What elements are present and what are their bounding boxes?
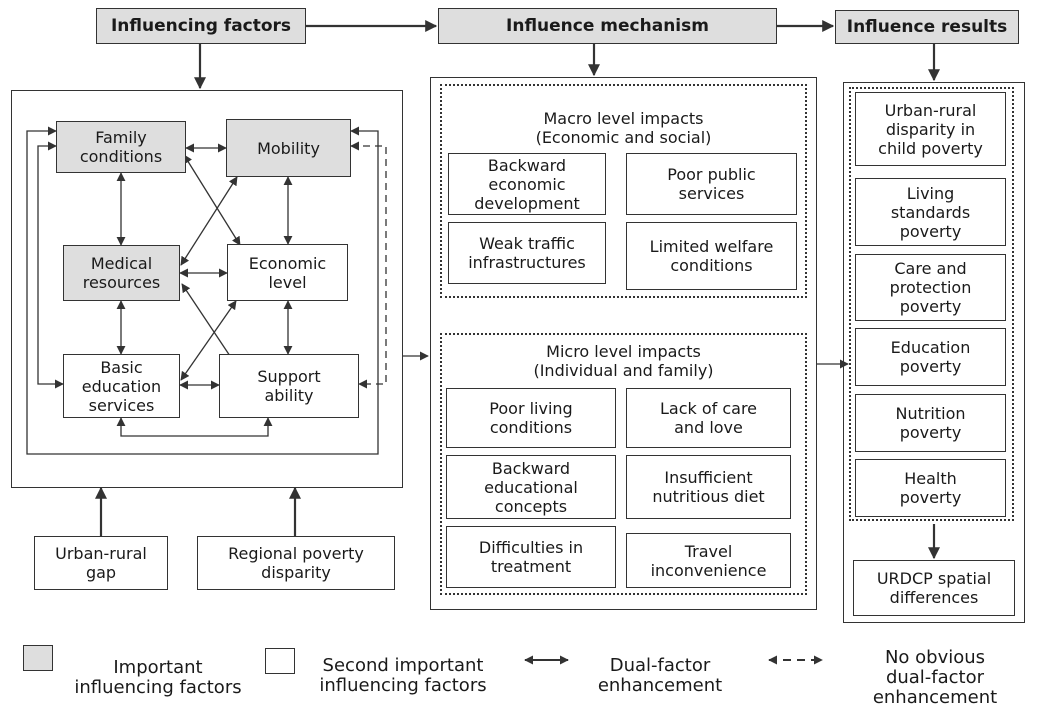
factor-economic-level: Economic level	[227, 244, 348, 301]
macro-item-weak-traffic-infrastructures: Weak traffic infrastructures	[448, 222, 606, 284]
macro-item-poor-public-services: Poor public services	[626, 153, 797, 215]
macro-item-limited-welfare-conditions: Limited welfare conditions	[626, 222, 797, 290]
loop-education-support-bottom	[116, 417, 273, 437]
macro-level-title: Macro level impacts (Economic and social…	[535, 109, 712, 147]
micro-item-difficulties-in-treatment: Difficulties in treatment	[446, 526, 616, 588]
legend-no-dual-label: No obvious dual-factor enhancement	[872, 647, 998, 708]
result-urdcp-spatial-differences: URDCP spatial differences	[853, 560, 1015, 616]
dual-mobility-medical	[180, 176, 238, 266]
result-nutrition-poverty: Nutrition poverty	[855, 394, 1006, 452]
influence-mechanism-frame	[430, 77, 817, 610]
loop-family-education-outer	[26, 126, 379, 455]
result-care-and-protection-poverty: Care and protection poverty	[855, 254, 1006, 321]
input-urban-rural-gap: Urban-rural gap	[34, 536, 168, 590]
factor-mobility: Mobility	[226, 119, 351, 177]
legend-dual-label: Dual-factor enhancement	[597, 655, 723, 696]
header-influence-results: Influence results	[835, 10, 1019, 44]
result-living-standards-poverty: Living standards poverty	[855, 178, 1006, 246]
header-influence-mechanism: Influence mechanism	[438, 8, 777, 44]
micro-item-backward-educational-concepts: Backward educational concepts	[446, 455, 616, 519]
legend-second-swatch	[265, 648, 295, 674]
result-urban-rural-disparity-child-poverty: Urban-rural disparity in child poverty	[855, 92, 1006, 166]
legend-important-swatch	[23, 645, 53, 671]
micro-item-poor-living-conditions: Poor living conditions	[446, 388, 616, 448]
input-regional-poverty-disparity: Regional poverty disparity	[197, 536, 395, 590]
micro-level-title: Micro level impacts (Individual and fami…	[533, 342, 714, 380]
loop-family-education-inner	[37, 141, 64, 389]
result-health-poverty: Health poverty	[855, 459, 1006, 517]
macro-level-panel	[440, 84, 807, 298]
factor-family-conditions: Family conditions	[56, 121, 186, 173]
dashed-mobility-support	[350, 141, 387, 389]
influence-results-frame	[843, 82, 1025, 623]
micro-item-insufficient-nutritious-diet: Insufficient nutritious diet	[626, 455, 791, 519]
legend-important-label: Important influencing factors	[74, 657, 242, 698]
micro-item-travel-inconvenience: Travel inconvenience	[626, 533, 791, 588]
factor-support-ability: Support ability	[219, 354, 359, 418]
dual-economic-education	[180, 300, 237, 381]
legend-second-label: Second important influencing factors	[319, 655, 487, 696]
result-education-poverty: Education poverty	[855, 328, 1006, 386]
micro-level-panel	[440, 333, 807, 595]
influencing-factors-frame	[11, 90, 403, 488]
factor-medical-resources: Medical resources	[63, 245, 180, 301]
factor-basic-education-services: Basic education services	[63, 354, 180, 418]
results-inner-panel	[849, 87, 1014, 521]
header-influencing-factors: Influencing factors	[96, 8, 306, 44]
macro-item-backward-economic-development: Backward economic development	[448, 153, 606, 215]
micro-item-lack-of-care-and-love: Lack of care and love	[626, 388, 791, 448]
